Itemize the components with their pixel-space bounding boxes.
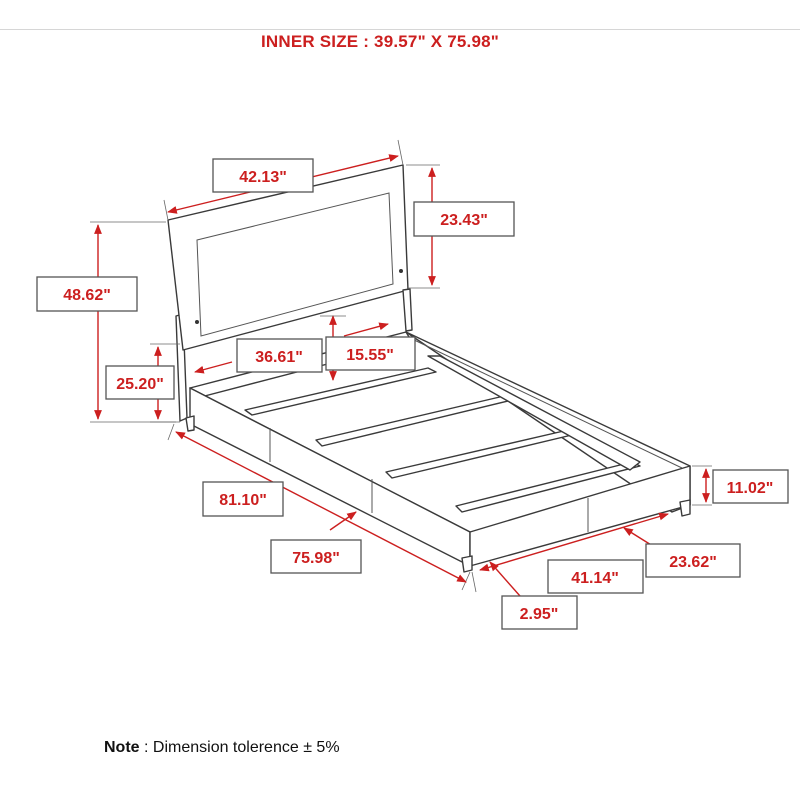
top-divider xyxy=(0,29,800,30)
headboard xyxy=(167,164,409,351)
label-overall-length: 81.10" xyxy=(202,481,284,517)
dim-line-inner-length xyxy=(329,511,357,531)
svg-text:41.14": 41.14" xyxy=(571,570,619,587)
svg-text:11.02": 11.02" xyxy=(727,480,774,497)
leg-front-right xyxy=(679,499,691,517)
label-headboard-panel-clearance: 15.55" xyxy=(325,336,416,371)
dim-line-width xyxy=(479,512,669,572)
center-support xyxy=(427,355,641,471)
svg-text:42.13": 42.13" xyxy=(239,169,287,186)
dim-line-leg-height xyxy=(489,561,521,597)
svg-text:2.95": 2.95" xyxy=(520,606,559,623)
svg-text:75.98": 75.98" xyxy=(292,550,340,567)
inner-size-title: INNER SIZE : 39.57" X 75.98" xyxy=(260,32,500,51)
label-headboard-panel-width: 36.61" xyxy=(236,338,323,373)
note-text: : Dimension tolerence ± 5% xyxy=(139,739,340,756)
label-under-clearance: 23.62" xyxy=(645,543,741,578)
slat-1 xyxy=(244,367,437,416)
label-frame-height: 25.20" xyxy=(105,365,175,400)
label-leg-height: 2.95" xyxy=(501,595,578,630)
label-total-height: 48.62" xyxy=(36,276,138,312)
note-label: Note xyxy=(104,739,140,756)
leg-front-left xyxy=(461,555,473,573)
tolerance-note: Note : Dimension tolerence ± 5% xyxy=(104,739,340,757)
label-headboard-panel-height: 23.43" xyxy=(413,201,515,237)
label-width: 41.14" xyxy=(547,559,644,594)
slat-2 xyxy=(315,395,513,447)
svg-text:36.61": 36.61" xyxy=(255,349,303,366)
dim-line-overall-length xyxy=(175,431,467,583)
svg-text:48.62": 48.62" xyxy=(63,287,111,304)
dim-line-panel-width xyxy=(194,361,233,374)
svg-text:81.10": 81.10" xyxy=(219,492,267,509)
slat-3 xyxy=(385,429,577,479)
svg-text:25.20": 25.20" xyxy=(116,376,164,393)
svg-text:23.43": 23.43" xyxy=(440,212,488,229)
headboard-post-right xyxy=(402,288,413,332)
svg-text:23.62": 23.62" xyxy=(669,554,717,571)
label-footboard-height: 11.02" xyxy=(712,469,789,504)
headboard-bolt-left xyxy=(195,320,199,324)
headboard-bolt-right xyxy=(399,269,403,273)
label-inner-length: 75.98" xyxy=(270,539,362,574)
label-headboard-width: 42.13" xyxy=(212,158,314,193)
svg-text:15.55": 15.55" xyxy=(346,347,394,364)
leg-back-left xyxy=(185,415,195,432)
inner-ledge xyxy=(409,337,683,469)
